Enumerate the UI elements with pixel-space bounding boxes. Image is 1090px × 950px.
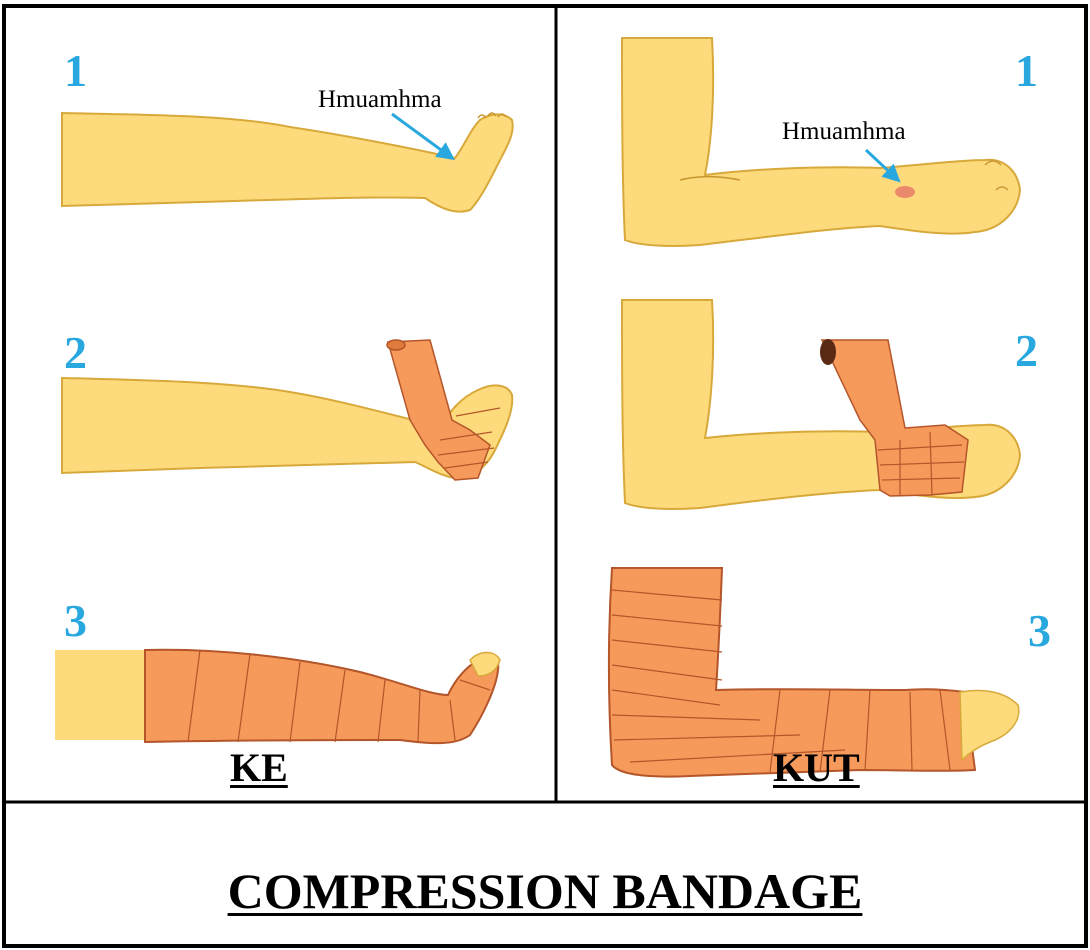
leg-step-3-number: 3 <box>64 598 87 644</box>
leg-step-1-number: 1 <box>64 48 87 94</box>
arm-wound-label: Hmuamhma <box>782 118 906 146</box>
arm-step-3-number: 3 <box>1028 608 1051 654</box>
leg-panel-title: KE <box>230 744 288 791</box>
leg-step-2-number: 2 <box>64 330 87 376</box>
arm-step-1-number: 1 <box>1015 48 1038 94</box>
leg-illustration-3 <box>55 650 500 743</box>
wound-mark-arm <box>895 186 915 198</box>
leg-wound-label: Hmuamhma <box>318 86 442 114</box>
footer-title: COMPRESSION BANDAGE <box>0 862 1090 920</box>
arm-step-2-number: 2 <box>1015 328 1038 374</box>
leg-illustration-1 <box>62 113 513 212</box>
arm-panel-title: KUT <box>773 744 860 791</box>
